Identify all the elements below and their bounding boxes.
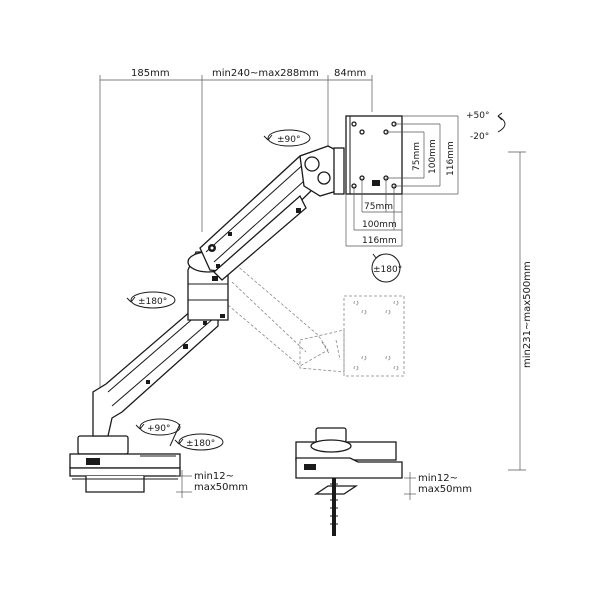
vesa-75-v: 75mm <box>412 142 422 171</box>
tilt-arrow-icon <box>497 112 506 133</box>
rot-lower-arm-label: ±180° <box>138 297 167 307</box>
tilt-head <box>299 145 345 197</box>
clamp-right-line1: min12~ <box>418 473 458 484</box>
rot-base-a-label: +90° <box>147 424 171 434</box>
rot-screen-label: ±180° <box>373 265 402 275</box>
rot-base-b-label: ±180° <box>186 439 215 449</box>
height-range-label: min231~max500mm <box>522 261 533 368</box>
tilt-up-label: +50° <box>466 111 490 121</box>
top-dimension-lines <box>99 75 373 390</box>
left-clamp <box>69 435 181 493</box>
dim-84: 84mm <box>334 68 366 79</box>
rotate-arrow-icon <box>263 129 311 147</box>
lower-arm <box>92 297 219 437</box>
lower-arm-rotate-icon <box>126 291 176 309</box>
grommet-mount <box>295 427 403 536</box>
upper-arm <box>199 149 323 281</box>
dim-185: 185mm <box>131 68 170 79</box>
rot-elbow-label: ±90° <box>277 135 301 145</box>
vesa-100-v: 100mm <box>428 139 438 174</box>
vesa-vertical-dims <box>386 115 459 195</box>
clamp-left-line2: max50mm <box>194 482 248 493</box>
tilt-down-label: -20° <box>470 132 489 142</box>
vesa-75-h: 75mm <box>364 202 393 212</box>
dim-240-288: min240~max288mm <box>212 68 319 79</box>
vesa-116-v: 116mm <box>446 141 456 176</box>
clamp-thickness-dims <box>176 470 416 500</box>
clamp-right-line2: max50mm <box>418 484 472 495</box>
ghost-arm <box>221 257 405 377</box>
height-dimension <box>508 151 526 471</box>
vesa-plate <box>345 115 403 195</box>
vesa-100-h: 100mm <box>362 220 397 230</box>
clamp-left-line1: min12~ <box>194 471 234 482</box>
base-rotate-icons <box>135 418 224 451</box>
vesa-horizontal-dims <box>345 178 403 247</box>
vesa-116-h: 116mm <box>362 236 397 246</box>
screen-rotate-icon <box>371 253 401 283</box>
